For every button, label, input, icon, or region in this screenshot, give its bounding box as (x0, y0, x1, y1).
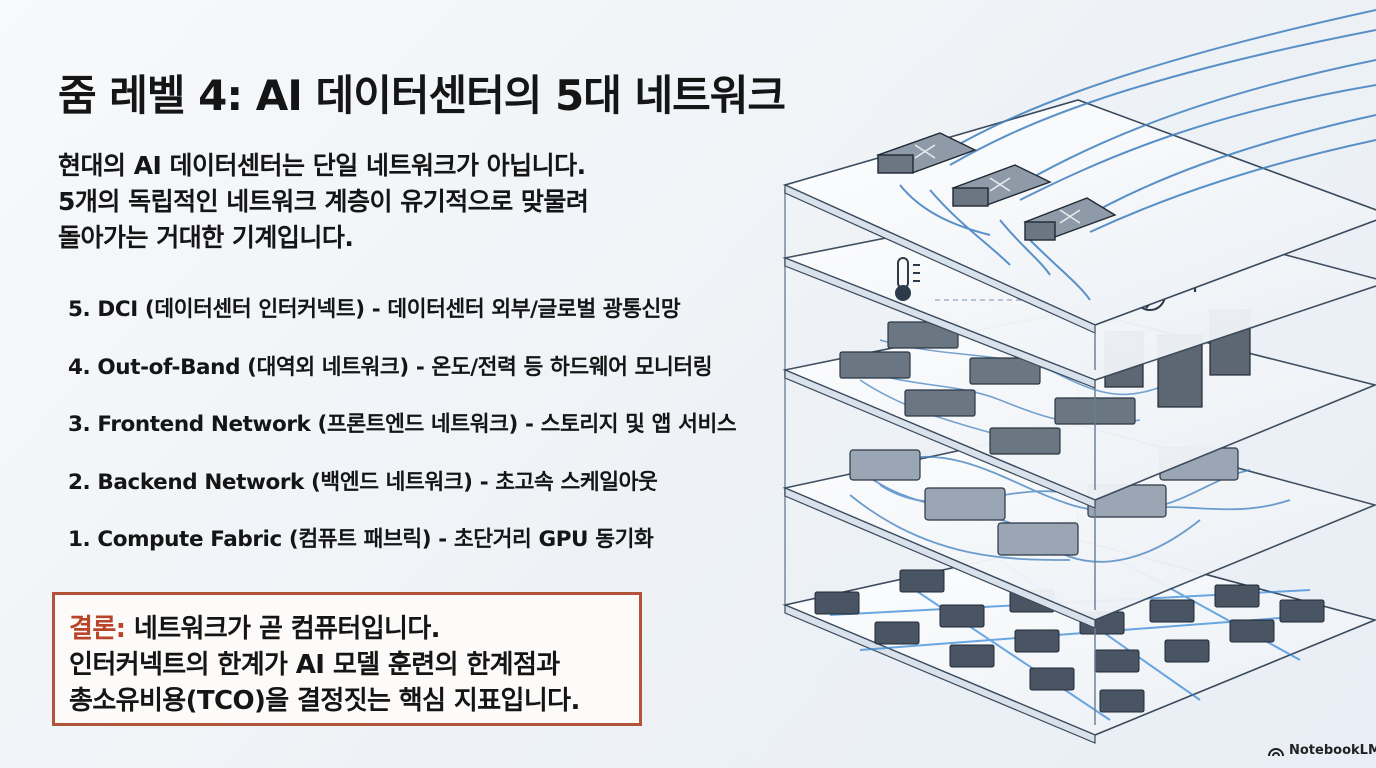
brand-name: NotebookLM (1289, 743, 1376, 758)
network-layer-list: 5. DCI (데이터센터 인터커넥트) - 데이터센터 외부/글로벌 광통신망… (68, 290, 737, 578)
page-title: 줌 레벨 4: AI 데이터센터의 5대 네트워크 (58, 71, 786, 120)
backend-network-platform (782, 424, 1376, 629)
thermometer-icon (895, 257, 920, 301)
intro-line: 현대의 AI 데이터센터는 단일 네트워크가 아닙니다. (58, 151, 586, 180)
layer-item-frontend: 3. Frontend Network (프론트엔드 네트워크) - 스토리지 … (68, 412, 737, 437)
conclusion-line: 총소유비용(TCO)을 결정짓는 핵심 지표입니다. (69, 686, 580, 716)
conclusion-label: 결론: (69, 614, 126, 644)
conclusion-line: 인터커넥트의 한계가 AI 모델 훈련의 한계점과 (69, 650, 560, 680)
layer-item-out-of-band: 4. Out-of-Band (대역외 네트워크) - 온도/전력 등 하드웨어… (68, 354, 713, 380)
notebooklm-brand: NotebookLM (1268, 743, 1376, 758)
dci-platform (782, 9, 1376, 334)
intro-text: 현대의 AI 데이터센터는 단일 네트워크가 아닙니다. 5개의 독립적인 네트… (58, 148, 698, 256)
network-stack-illustration (782, 9, 1376, 744)
conclusion-line: 네트워크가 곧 컴퓨터입니다. (133, 614, 441, 644)
intro-line: 돌아가는 거대한 기계입니다. (58, 223, 354, 252)
conclusion-box: 결론: 네트워크가 곧 컴퓨터입니다. 인터커넥트의 한계가 AI 모델 훈련의… (52, 592, 642, 726)
intro-line: 5개의 독립적인 네트워크 계층이 유기적으로 맞물려 (58, 187, 589, 216)
notebooklm-logo-icon (1268, 747, 1284, 756)
layer-item-compute-fabric: 1. Compute Fabric (컴퓨트 패브릭) - 초단거리 GPU 동… (68, 527, 654, 552)
layer-item-backend: 2. Backend Network (백엔드 네트워크) - 초고속 스케일아… (68, 469, 658, 495)
layer-item-dci: 5. DCI (데이터센터 인터커넥트) - 데이터센터 외부/글로벌 광통신망 (68, 297, 681, 322)
